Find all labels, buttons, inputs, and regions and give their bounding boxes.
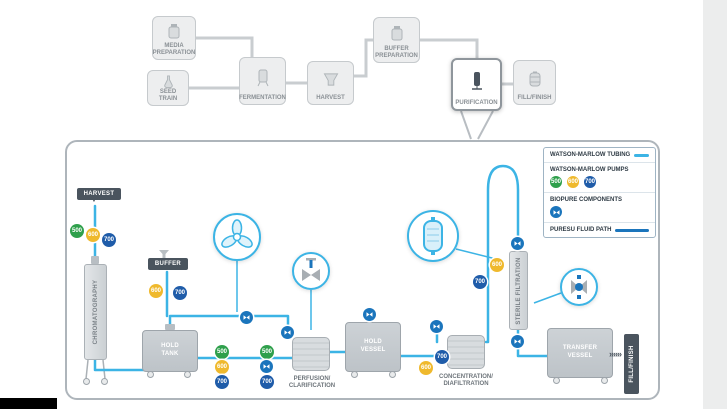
biopure-clamp-icon — [260, 360, 273, 373]
wheel — [351, 371, 358, 378]
harvest-badge: HARVEST — [77, 188, 121, 200]
biopure-clamp-icon — [363, 308, 376, 321]
pump-500-swatch: 500 — [550, 176, 562, 188]
concentration-label: CONCENTRATION/ DIAFILTRATION — [439, 374, 493, 388]
pump-500: 500 — [215, 345, 229, 359]
biopure-clamp-icon — [511, 335, 524, 348]
clamp-fitting-icon — [571, 275, 587, 299]
legend-tubing-label: WATSON-MARLOW TUBING — [550, 152, 631, 158]
valve-callout[interactable] — [292, 252, 330, 290]
biopure-clamp-icon — [550, 206, 562, 218]
legend-row-tubing: WATSON-MARLOW TUBING — [544, 148, 655, 163]
right-gray-strip — [703, 0, 727, 409]
pump-700: 700 — [473, 275, 487, 289]
pump-500: 500 — [70, 224, 84, 238]
buffer-funnel-icon — [158, 246, 170, 264]
pump-600: 600 — [215, 360, 229, 374]
legend-row-pumps: WATSON-MARLOW PUMPS 500 600 700 — [544, 163, 655, 193]
seed-train-icon — [162, 73, 175, 89]
biopure-clamp-icon — [281, 326, 294, 339]
chromatography-port — [91, 256, 99, 264]
fluid-path-swatch — [615, 228, 649, 232]
fill-finish-badge-label: FILL/FINISH — [628, 345, 635, 383]
hold-vessel: HOLD VESSEL — [345, 322, 401, 372]
wheel — [147, 371, 154, 378]
impeller-callout[interactable] — [213, 213, 261, 261]
legend-pumps-label: WATSON-MARLOW PUMPS — [550, 167, 629, 173]
flow-node-label: FILL/FINISH — [517, 95, 552, 102]
buffer-preparation-icon — [389, 20, 405, 46]
valve-icon — [302, 258, 320, 281]
pump-600: 600 — [149, 284, 163, 298]
wheel — [83, 378, 90, 385]
harvest-icon — [322, 64, 340, 95]
flow-node-label: SEED TRAIN — [158, 89, 178, 103]
flow-node-label: HARVEST — [316, 95, 345, 102]
top-flow-connectors — [189, 36, 513, 90]
biopure-clamp-icon — [430, 320, 443, 333]
flow-node-harvest[interactable]: HARVEST — [307, 61, 354, 105]
legend-biopure-label: BIOPURE COMPONENTS — [550, 197, 623, 203]
pump-600: 600 — [490, 258, 504, 272]
wheel — [389, 371, 396, 378]
legend-fluid-path-label: PURESU FLUID PATH — [550, 227, 612, 233]
pump-700-swatch: 700 — [584, 176, 596, 188]
pump-700: 700 — [260, 375, 274, 389]
flow-node-label: PURIFICATION — [455, 100, 498, 107]
fermentation-icon — [255, 60, 271, 95]
fill-finish-badge: FILL/FINISH — [624, 334, 639, 394]
buffer-badge: BUFFER — [148, 258, 188, 270]
bottom-left-black-bar — [0, 398, 57, 409]
pump-600: 600 — [86, 228, 100, 242]
legend: WATSON-MARLOW TUBING WATSON-MARLOW PUMPS… — [543, 147, 656, 238]
biopure-clamp-icon — [240, 311, 253, 324]
chromatography-column: CHROMATOGRAPHY — [84, 264, 107, 360]
media-preparation-icon — [166, 19, 182, 43]
legend-row-fluid-path: PURESU FLUID PATH — [544, 223, 655, 237]
flow-node-label: FERMENTATION — [239, 95, 286, 102]
hold-tank: HOLD TANK — [142, 330, 198, 372]
transfer-vessel: TRANSFER VESSEL — [547, 328, 613, 378]
pump-500: 500 — [260, 345, 274, 359]
flow-node-purification-selected[interactable]: PURIFICATION — [451, 58, 502, 111]
fill-finish-arrows: »»» — [609, 349, 622, 359]
flow-node-label: MEDIA PREPARATION — [152, 43, 196, 57]
flow-node-seed-train[interactable]: SEED TRAIN — [147, 70, 189, 106]
perfusion-label: PERFUSION/ CLARIFICATION — [288, 376, 336, 390]
perfusion-filter — [292, 337, 330, 371]
capsule-filter-icon — [423, 217, 443, 255]
flow-node-media-preparation[interactable]: MEDIA PREPARATION — [152, 16, 196, 60]
pump-700: 700 — [102, 233, 116, 247]
purification-icon — [469, 62, 485, 100]
chromatography-label: CHROMATOGRAPHY — [92, 279, 99, 345]
clamp-fitting-callout[interactable] — [560, 268, 598, 306]
legend-pump-swatches: 500 600 700 — [550, 176, 649, 188]
pump-700: 700 — [215, 375, 229, 389]
flow-node-label: BUFFER PREPARATION — [375, 46, 418, 60]
wheel — [601, 377, 608, 384]
fill-finish-icon — [528, 63, 542, 95]
down-arrow-icon: ▼ — [91, 198, 97, 204]
impeller-icon — [221, 219, 253, 248]
flow-node-fermentation[interactable]: FERMENTATION — [239, 57, 286, 105]
wheel — [184, 371, 191, 378]
wheel — [553, 377, 560, 384]
tubing-swatch — [634, 153, 649, 157]
concentration-filter — [447, 335, 485, 369]
flow-node-fill-finish[interactable]: FILL/FINISH — [513, 60, 556, 105]
panel-pointer-lines — [460, 110, 494, 140]
pump-700: 700 — [435, 350, 449, 364]
pump-600: 600 — [419, 361, 433, 375]
sterile-filtration-unit: STERILE FILTRATION — [509, 251, 528, 330]
capsule-filter-callout[interactable] — [407, 210, 459, 262]
sterile-filtration-label: STERILE FILTRATION — [515, 256, 522, 325]
biopure-clamp-icon — [511, 237, 524, 250]
pump-600-swatch: 600 — [567, 176, 579, 188]
pump-700: 700 — [173, 286, 187, 300]
flow-node-buffer-preparation[interactable]: BUFFER PREPARATION — [373, 17, 420, 63]
wheel — [101, 378, 108, 385]
legend-row-biopure: BIOPURE COMPONENTS — [544, 193, 655, 223]
hold-tank-port — [165, 324, 175, 330]
